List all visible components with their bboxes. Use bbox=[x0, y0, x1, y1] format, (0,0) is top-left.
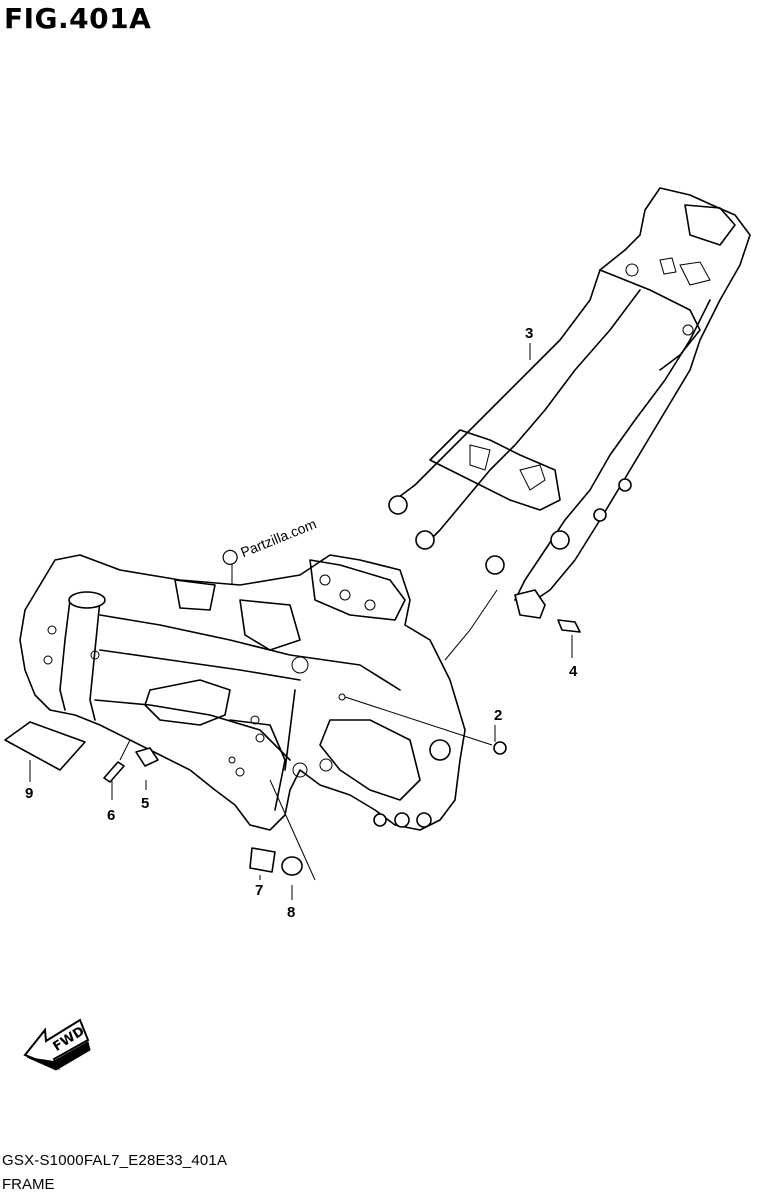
callout-6: 6 bbox=[107, 807, 115, 824]
callout-9: 9 bbox=[25, 785, 33, 802]
small-parts[interactable] bbox=[4, 589, 581, 876]
diagram-code: GSX-S1000FAL7_E28E33_401A bbox=[2, 1152, 228, 1169]
leader-lines bbox=[29, 343, 573, 900]
bolt-4 bbox=[557, 619, 581, 633]
callout-8: 8 bbox=[287, 904, 295, 921]
adjuster-7 bbox=[249, 847, 276, 873]
label-9 bbox=[4, 721, 86, 771]
figure-title: FIG.401A bbox=[4, 2, 152, 35]
callout-3: 3 bbox=[525, 325, 533, 342]
diagram-label: FRAME bbox=[2, 1176, 55, 1193]
nut-8 bbox=[281, 856, 303, 876]
callout-2: 2 bbox=[494, 707, 502, 724]
callout-7: 7 bbox=[255, 882, 263, 899]
fwd-arrow: FWD bbox=[23, 1018, 91, 1071]
watermark-text: Partzilla.com bbox=[238, 515, 318, 560]
rail-mount-bush bbox=[514, 589, 546, 619]
bolt-6 bbox=[103, 761, 125, 783]
main-frame[interactable] bbox=[19, 554, 466, 831]
collar-5 bbox=[135, 747, 159, 767]
callout-5: 5 bbox=[141, 795, 149, 812]
watermark: Partzilla.com bbox=[222, 515, 319, 565]
watermark-circle-icon bbox=[222, 549, 238, 565]
plug-2 bbox=[493, 741, 507, 755]
callout-4: 4 bbox=[569, 663, 578, 680]
seat-rail-part[interactable] bbox=[388, 187, 751, 601]
